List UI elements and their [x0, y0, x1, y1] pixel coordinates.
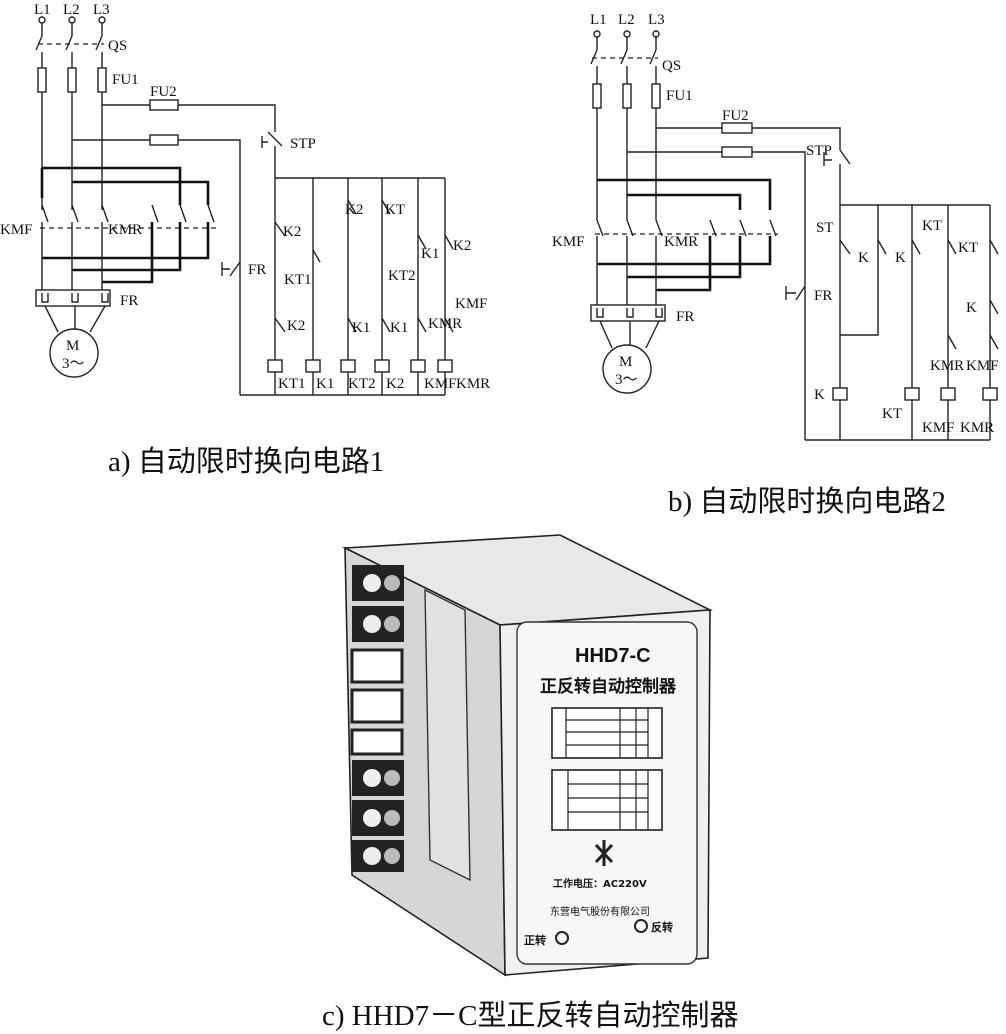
label-L2: L2 [63, 2, 80, 18]
coil-label-a3: KT2 [348, 376, 376, 392]
coil-label-a2: K1 [316, 376, 334, 392]
brand-logo [594, 840, 614, 866]
motor-a [49, 328, 99, 378]
setting-table-1 [551, 707, 663, 759]
label-L1: L1 [34, 2, 51, 18]
reverse-indicator-icon [634, 919, 648, 933]
label-kmr-ctrl-b: KMR [930, 358, 964, 374]
device-maker: 东营电气股份有限公司 [550, 905, 650, 918]
label-kt1-a: KT1 [284, 272, 312, 288]
label-st-b: ST [816, 220, 834, 236]
device-name: 正反转自动控制器 [540, 676, 677, 697]
label-kmf-b: KMF [552, 234, 585, 250]
coil-label-a1: KT1 [278, 376, 306, 392]
label-kmr-b: KMR [664, 234, 698, 250]
label-stp-a: STP [290, 136, 316, 152]
coil-label-b1: K [814, 387, 825, 403]
label-fu1-b: FU1 [666, 88, 693, 104]
label-k2-a2: K2 [287, 318, 305, 334]
label-L3: L3 [93, 2, 110, 18]
motor-b [602, 344, 652, 394]
motor-sub-b: 3～ [615, 372, 638, 388]
motor-label-b: M [619, 354, 632, 370]
label-fu2-a: FU2 [150, 84, 177, 100]
label-k1-a1: K1 [352, 320, 370, 336]
circuit-b: L1 L2 L3 QS FU1 FU2 STP KMF KMR FR M 3～ [552, 12, 999, 441]
coil-label-b4: KMR [960, 420, 994, 436]
controller-device [341, 534, 713, 977]
label-k2-a3: K2 [345, 202, 363, 218]
coils-a [267, 359, 453, 373]
caption-a: a) 自动限时换向电路1 [108, 446, 385, 478]
label-L1-b: L1 [590, 12, 607, 28]
label-k1-a2: K1 [390, 320, 408, 336]
label-L2-b: L2 [618, 12, 635, 28]
label-kmr-a: KMR [108, 222, 142, 238]
indicator-reverse-label: 反转 [651, 920, 673, 934]
forward-indicator-icon [555, 931, 569, 945]
label-fu1-a: FU1 [112, 72, 139, 88]
coil-label-a4: K2 [386, 376, 404, 392]
caption-c: c) HHD7－C型正反转自动控制器 [322, 1000, 739, 1032]
setting-table-2 [551, 769, 663, 831]
label-qs-a: QS [108, 38, 127, 54]
label-kt2-a: KT2 [388, 268, 416, 284]
indicator-forward-label: 正转 [524, 933, 546, 947]
label-fr-ctrl-b: FR [814, 288, 832, 304]
label-k2-a1: K2 [283, 224, 301, 240]
label-L3-b: L3 [648, 12, 665, 28]
label-kt-b1: KT [922, 218, 942, 234]
label-fr-b: FR [676, 309, 694, 325]
caption-b: b) 自动限时换向电路2 [668, 486, 946, 518]
label-kt-a: KT [385, 202, 405, 218]
label-k-b2: K [895, 250, 906, 266]
label-kt-b2: KT [958, 240, 978, 256]
label-kmf-ctrl-b: KMF [966, 358, 999, 374]
label-fr-ctrl-a: FR [248, 262, 266, 278]
label-kmf-ctrl-a: KMF [455, 296, 488, 312]
label-k-b3: K [966, 300, 977, 316]
label-kmr-ctrl-a: KMR [428, 316, 462, 332]
label-k2-a4: K2 [453, 238, 471, 254]
coil-label-a6: KMR [456, 376, 490, 392]
device-model: HHD7-C [575, 645, 651, 667]
label-k1-a3: K1 [421, 246, 439, 262]
label-fu2-b: FU2 [722, 108, 749, 124]
coil-label-b2: KT [882, 406, 902, 422]
coil-label-b3: KMF [922, 420, 955, 436]
label-qs-b: QS [662, 58, 681, 74]
coil-label-a5: KMF [424, 376, 457, 392]
motor-label-a: M [66, 338, 79, 354]
terminal-strip [350, 565, 404, 872]
label-fr-a: FR [120, 293, 138, 309]
label-k-b1: K [858, 250, 869, 266]
motor-sub-a: 3～ [62, 356, 85, 372]
label-stp-b: STP [806, 143, 832, 159]
device-voltage: 工作电压：AC220V [553, 877, 647, 890]
circuit-a: L1 L2 L3 QS FU1 FU2 STP KMF KMR [0, 2, 490, 396]
coils-b [832, 387, 998, 401]
label-kmf-a: KMF [0, 222, 33, 238]
